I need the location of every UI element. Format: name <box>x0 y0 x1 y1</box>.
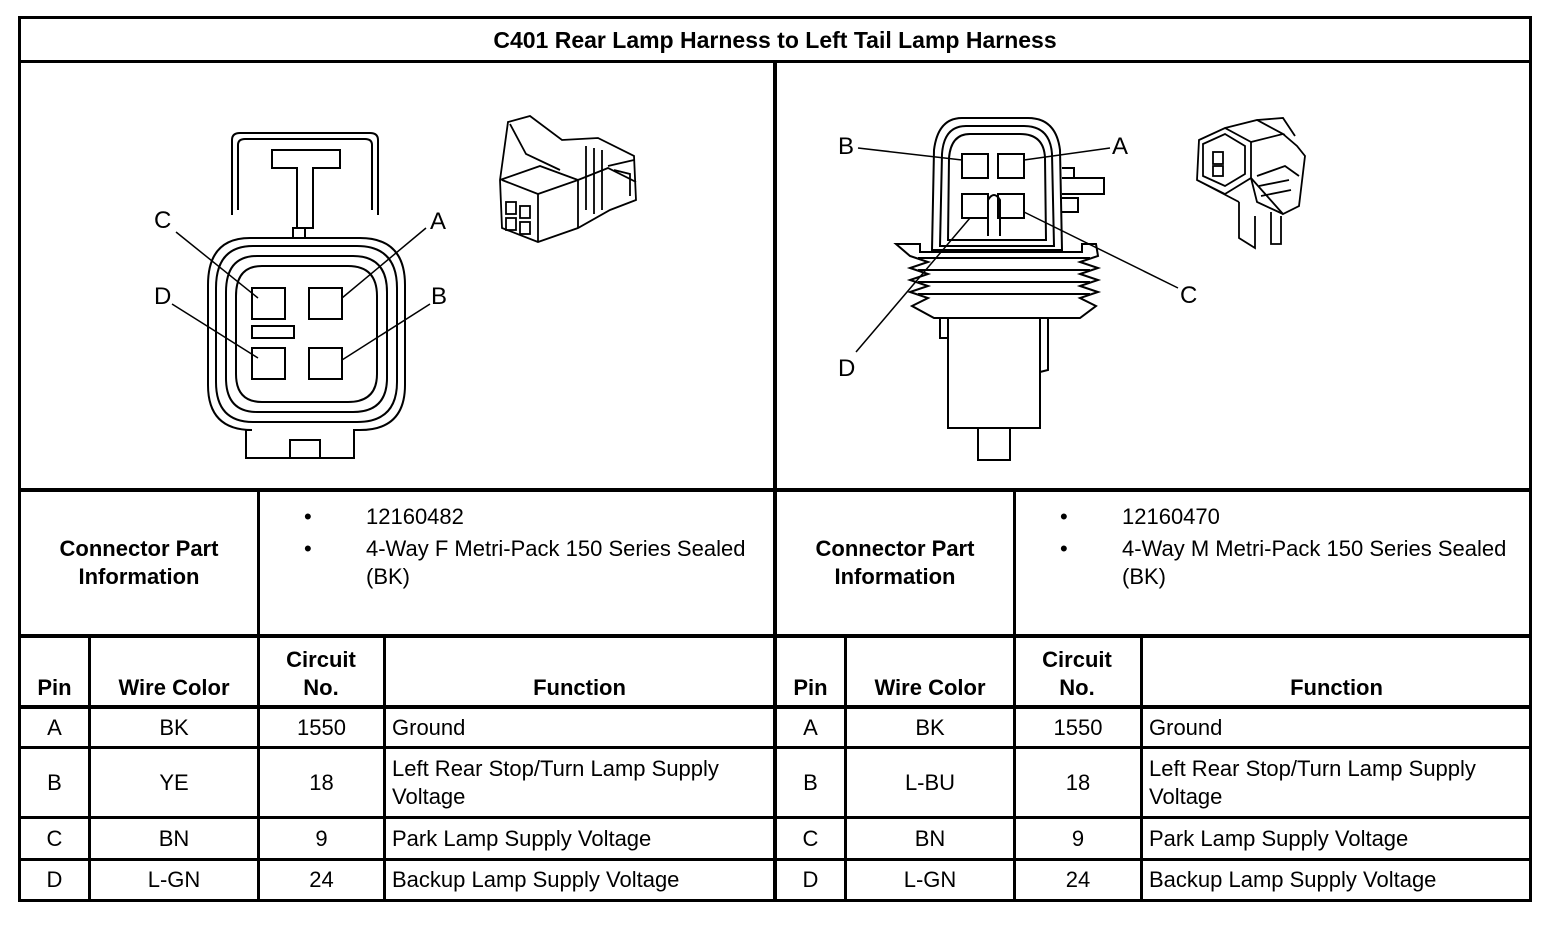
circuit-cell: 24 <box>1065 867 1091 892</box>
pin-cell: A <box>47 714 62 740</box>
circuit-col-divider-left <box>383 636 386 902</box>
pin-cell: C <box>802 825 819 851</box>
circuit-cell: 24 <box>309 867 334 892</box>
wire-color-cell: L-GN <box>903 867 957 892</box>
right-connector-face-diagram <box>855 117 1179 461</box>
list-item: 12160470 <box>1060 503 1520 531</box>
info-col-divider-left <box>257 490 260 902</box>
left-pin-label-d: D <box>154 283 172 310</box>
function-cell: Backup Lamp Supply Voltage <box>1149 867 1437 892</box>
circuit-cell: 9 <box>1071 825 1085 851</box>
function-cell: Left Rear Stop/Turn Lamp Supply Voltage <box>392 755 719 809</box>
left-connector-info-list: 12160482 4-Way F Metri-Pack 150 Series S… <box>304 503 764 595</box>
circuit-cell: 18 <box>309 769 334 795</box>
left-header-circuit: Circuit No. <box>286 647 356 700</box>
pin-cell: C <box>46 825 63 851</box>
right-header-function: Function <box>1290 675 1383 700</box>
function-cell: Park Lamp Supply Voltage <box>392 825 652 851</box>
function-cell: Ground <box>392 714 466 740</box>
circuit-col-divider-right <box>1140 636 1143 902</box>
right-pin-label-d: D <box>838 355 856 382</box>
circuit-cell: 1550 <box>297 714 346 740</box>
right-header-wire-color: Wire Color <box>874 675 986 700</box>
circuit-cell: 9 <box>315 825 328 851</box>
wire-color-cell: BK <box>915 714 945 740</box>
pin-col-divider-left <box>88 636 91 902</box>
pin-cell: D <box>46 867 63 892</box>
function-cell: Backup Lamp Supply Voltage <box>392 867 680 892</box>
left-connector-info-label: Connector Part Information <box>59 536 219 589</box>
right-pin-label-a: A <box>1112 133 1129 160</box>
right-header-circuit: Circuit No. <box>1042 647 1112 700</box>
list-item: 4-Way M Metri-Pack 150 Series Sealed (BK… <box>1060 535 1520 591</box>
wire-color-cell: BK <box>159 714 189 740</box>
pin-col-divider-right <box>844 636 847 902</box>
wire-color-cell: BN <box>158 825 190 851</box>
left-header-wire-color: Wire Color <box>118 675 230 700</box>
right-pin-label-b: B <box>838 133 855 160</box>
left-pin-label-b: B <box>431 283 448 310</box>
list-item: 12160482 <box>304 503 764 531</box>
left-connector-face-diagram <box>171 132 431 459</box>
left-header-function: Function <box>533 675 626 700</box>
left-pin-label-c: C <box>154 207 172 234</box>
right-connector-info-list: 12160470 4-Way M Metri-Pack 150 Series S… <box>1060 503 1520 595</box>
right-header-pin: Pin <box>793 675 828 700</box>
left-connector-3d-view <box>499 115 637 243</box>
center-divider <box>773 60 777 902</box>
pin-cell: D <box>802 867 819 892</box>
list-item: 4-Way F Metri-Pack 150 Series Sealed (BK… <box>304 535 764 591</box>
info-col-divider-right <box>1013 490 1016 902</box>
right-connector-info-label: Connector Part Information <box>815 536 975 589</box>
right-connector-3d-view <box>1196 117 1306 250</box>
circuit-cell: 1550 <box>1053 714 1103 740</box>
function-cell: Ground <box>1149 714 1223 740</box>
function-cell: Left Rear Stop/Turn Lamp Supply Voltage <box>1149 755 1476 809</box>
right-pin-label-c: C <box>1180 282 1198 309</box>
pin-cell: B <box>47 769 62 795</box>
left-header-pin: Pin <box>37 675 72 700</box>
left-pin-label-a: A <box>430 208 447 235</box>
circuit-cell: 18 <box>1065 769 1091 795</box>
wire-color-cell: L-GN <box>147 867 201 892</box>
wire-color-cell: L-BU <box>904 769 956 795</box>
page-title: C401 Rear Lamp Harness to Left Tail Lamp… <box>493 27 1057 53</box>
wire-color-cell: YE <box>159 769 189 795</box>
function-cell: Park Lamp Supply Voltage <box>1149 825 1409 851</box>
wire-color-cell: BN <box>914 825 946 851</box>
pin-cell: B <box>803 769 818 795</box>
pin-cell: A <box>803 714 818 740</box>
